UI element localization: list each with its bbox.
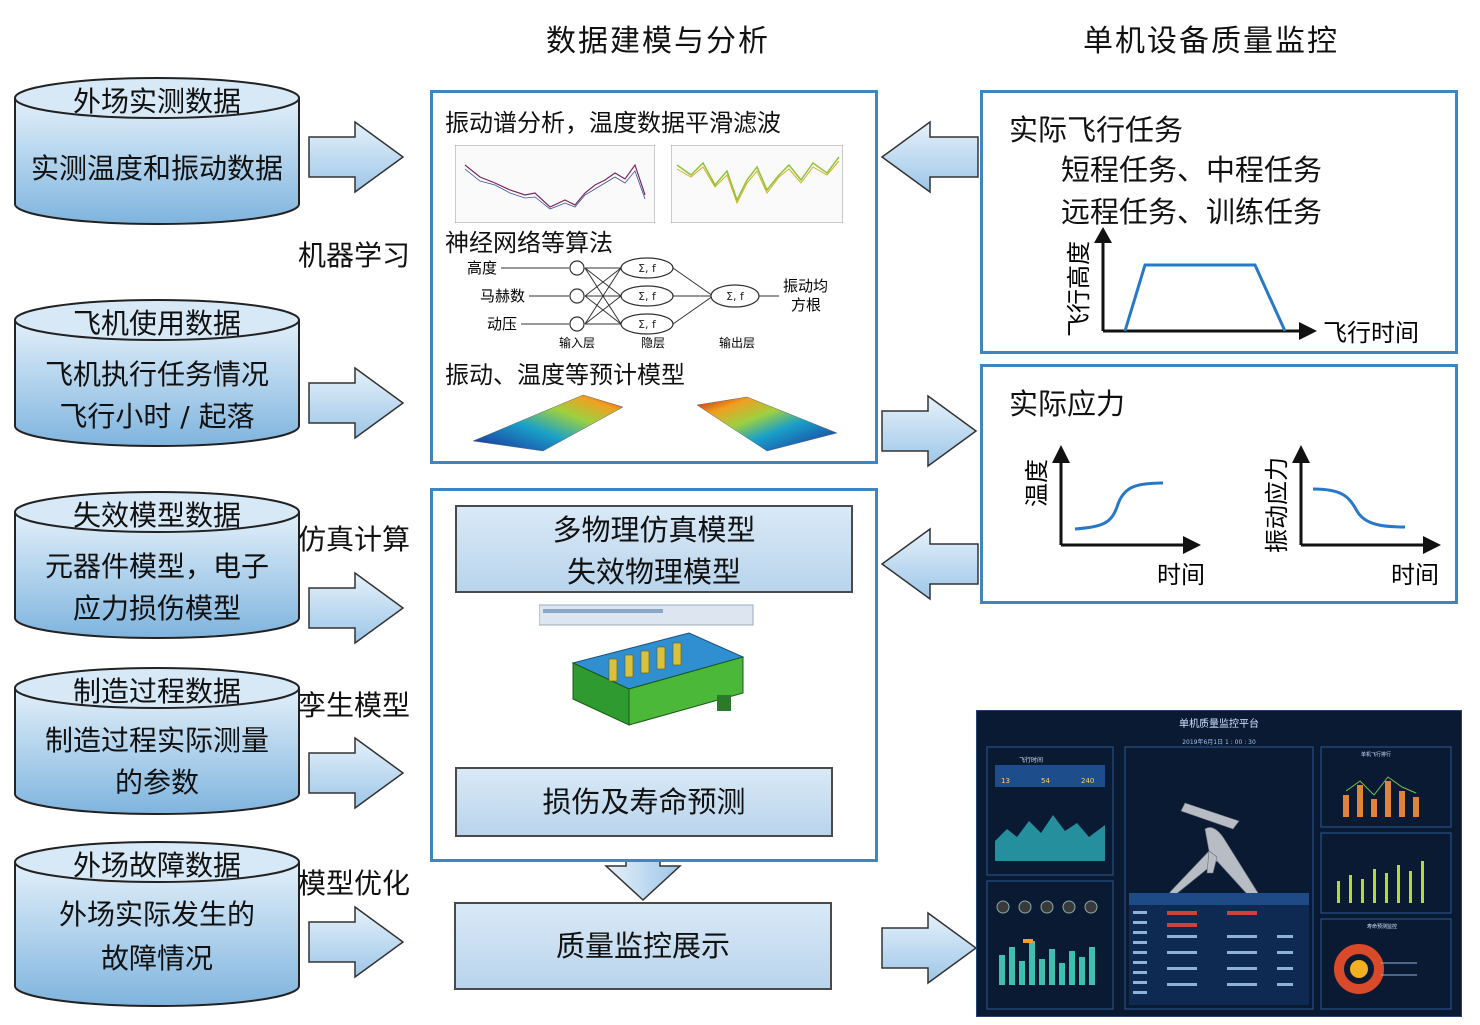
- model-box-line1: 多物理仿真模型: [552, 513, 756, 547]
- database-desc-line1: 制造过程实际测量: [44, 724, 269, 757]
- simulation-model-thumbnail: [539, 604, 754, 726]
- database-title: 制造过程数据: [72, 675, 241, 708]
- cylinder-icon: [14, 667, 300, 815]
- cylinder-icon: [14, 491, 300, 639]
- prediction-surface-thumbnail: [472, 394, 624, 452]
- prediction-model-title: 振动、温度等预计模型: [445, 361, 685, 389]
- vibration-spectrum-thumbnail: [455, 145, 655, 223]
- dashboard-stat: 54: [1041, 777, 1050, 785]
- arrow-left-icon: [880, 527, 979, 601]
- cylinder-icon: [14, 841, 300, 1007]
- temperature-axis-label: 温度: [1023, 459, 1051, 507]
- time-axis-label: 时间: [1157, 561, 1205, 589]
- svg-text:Σ, f: Σ, f: [638, 318, 657, 331]
- stress-charts: 温度 时间 振动应力 时间: [1023, 445, 1441, 589]
- nn-input-label: 高度: [467, 259, 497, 277]
- time-axis-label: 时间: [1391, 561, 1439, 589]
- dashboard-date: 2019年6月1日 1 : 00 : 30: [1182, 739, 1256, 746]
- label-simulation: 仿真计算: [298, 523, 411, 556]
- flight-profile-chart: 飞行高度 飞行时间: [1065, 227, 1419, 347]
- dashboard-stat: 13: [1001, 777, 1010, 785]
- label-model-optimization: 模型优化: [298, 867, 411, 900]
- database-desc-line1: 元器件模型，电子: [44, 550, 269, 583]
- label-twin-model: 孪生模型: [298, 689, 411, 722]
- nn-output-label: 振动均: [783, 277, 828, 295]
- stress-title: 实际应力: [1009, 387, 1126, 421]
- dashboard-title: 单机质量监控平台: [1179, 719, 1259, 730]
- svg-text:Σ, f: Σ, f: [638, 290, 657, 303]
- svg-text:Σ, f: Σ, f: [726, 290, 745, 303]
- arrow-right-icon: [881, 394, 978, 468]
- database-title: 失效模型数据: [72, 499, 241, 532]
- simulation-panel: 多物理仿真模型 失效物理模型 损伤及寿命预测: [430, 488, 878, 862]
- cylinder-icon: [14, 77, 300, 225]
- flight-altitude-axis-label: 飞行高度: [1065, 241, 1093, 337]
- arrow-right-icon: [308, 120, 405, 194]
- dashboard-right-panel-title: 单机飞行排行: [1361, 752, 1392, 758]
- mission-types-line1: 短程任务、中程任务: [1061, 153, 1323, 187]
- monitoring-dashboard-screenshot: 单机质量监控平台 2019年6月1日 1 : 00 : 30: [976, 710, 1462, 1017]
- svg-text:Σ, f: Σ, f: [638, 262, 657, 275]
- arrow-right-icon: [308, 571, 405, 645]
- damage-life-prediction-box: 损伤及寿命预测: [455, 767, 833, 837]
- arrow-right-icon: [308, 905, 405, 979]
- multiphysics-model-box: 多物理仿真模型 失效物理模型: [455, 505, 853, 593]
- flight-time-axis-label: 飞行时间: [1323, 319, 1419, 347]
- database-desc-line2: 飞行小时 / 起落: [59, 400, 255, 433]
- nn-input-label: 马赫数: [480, 287, 525, 305]
- database-title: 外场实测数据: [72, 85, 241, 118]
- dashboard-left-panel-title: 飞行时间: [1019, 757, 1044, 764]
- dashboard-stat: 240: [1081, 777, 1095, 785]
- database-manufacturing: 制造过程数据 制造过程实际测量 的参数: [14, 666, 300, 816]
- dashboard-graphics: [986, 746, 1452, 1010]
- prediction-surface-thumbnail: [696, 396, 838, 452]
- arrow-right-icon: [308, 366, 405, 440]
- analysis-column-title: 数据建模与分析: [546, 24, 770, 59]
- arrow-left-icon: [880, 120, 979, 194]
- nn-layer-label: 输出层: [719, 335, 755, 350]
- database-desc-line2: 故障情况: [100, 942, 213, 975]
- neural-network-title: 神经网络等算法: [445, 229, 613, 257]
- database-desc: 实测温度和振动数据: [30, 152, 283, 185]
- nn-layer-label: 隐层: [641, 336, 665, 350]
- database-desc-line1: 外场实际发生的: [58, 898, 255, 931]
- database-title: 外场故障数据: [72, 849, 241, 882]
- database-desc-line1: 飞机执行任务情况: [44, 358, 269, 391]
- database-failure-model: 失效模型数据 元器件模型，电子 应力损伤模型: [14, 490, 300, 640]
- database-title: 飞机使用数据: [72, 307, 241, 340]
- nn-output-label: 方根: [791, 296, 821, 314]
- dashboard-life-panel-title: 寿命预测监控: [1367, 924, 1398, 930]
- database-desc-line2: 应力损伤模型: [72, 592, 241, 625]
- label-machine-learning: 机器学习: [298, 239, 411, 272]
- database-field-failure: 外场故障数据 外场实际发生的 故障情况: [14, 840, 300, 1010]
- temperature-filter-thumbnail: [671, 145, 843, 223]
- arrow-right-icon: [308, 736, 405, 810]
- monitor-column-title: 单机设备质量监控: [1083, 24, 1339, 59]
- database-desc-line2: 的参数: [114, 766, 199, 799]
- actual-stress-panel: 实际应力 温度 时间 振动应力 时间: [980, 364, 1458, 604]
- nn-input-label: 动压: [487, 315, 517, 333]
- flight-mission-panel: 实际飞行任务 短程任务、中程任务 远程任务、训练任务 飞行高度 飞行时间: [980, 90, 1458, 354]
- model-box-line2: 失效物理模型: [566, 555, 741, 589]
- nn-layer-label: 输入层: [559, 335, 595, 350]
- mission-title: 实际飞行任务: [1009, 113, 1184, 147]
- quality-monitoring-display-box: 质量监控展示: [454, 902, 832, 990]
- database-field-measurement: 外场实测数据 实测温度和振动数据: [14, 76, 300, 226]
- vibration-analysis-title: 振动谱分析，温度数据平滑滤波: [445, 109, 781, 137]
- cylinder-icon: [14, 299, 300, 447]
- arrow-right-icon: [881, 911, 978, 985]
- mission-types-line2: 远程任务、训练任务: [1061, 195, 1323, 229]
- vibration-stress-axis-label: 振动应力: [1263, 457, 1291, 553]
- database-aircraft-usage: 飞机使用数据 飞机执行任务情况 飞行小时 / 起落: [14, 298, 300, 448]
- neural-network-diagram: 高度 马赫数 动压 Σ, f Σ, f Σ, f Σ, f 振动均 方根 输入层 隐层…: [467, 257, 828, 350]
